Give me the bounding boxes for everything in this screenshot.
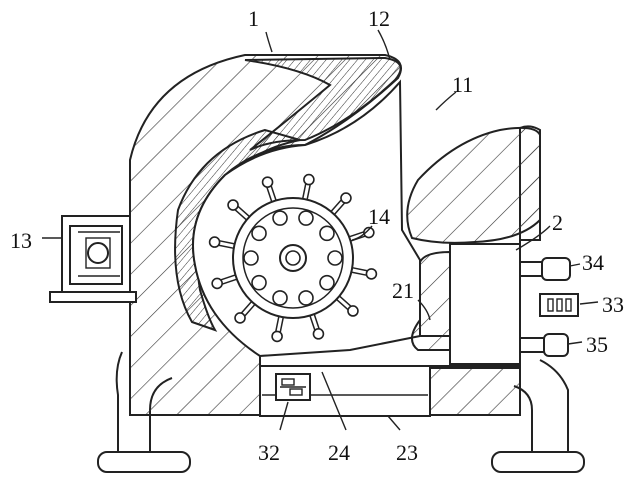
hammer-head (208, 236, 221, 248)
leader-lines (42, 29, 599, 431)
rotor-bolt (327, 250, 343, 266)
box-2 (449, 243, 521, 365)
rotor-disc-ring (242, 207, 344, 309)
right-hopper (406, 126, 541, 244)
hammer-arm-inner (329, 199, 345, 217)
component-32 (275, 373, 311, 401)
label-21: 21 (392, 278, 414, 303)
label-32: 32 (258, 440, 280, 465)
hammer-head (271, 330, 283, 343)
rotor-bolt (251, 274, 267, 291)
rotor-14 (208, 173, 378, 343)
rotor-bolt (319, 225, 335, 242)
label-2: 2 (552, 210, 563, 235)
rotor-bolt (243, 250, 259, 266)
hammer-head (261, 176, 274, 188)
label-33: 33 (602, 292, 624, 317)
label-35: 35 (586, 332, 608, 357)
hammer-arm-inner (241, 299, 257, 317)
rotor-bolt (251, 225, 267, 242)
rotor-bolt (272, 290, 288, 306)
motor-13 (49, 215, 137, 303)
baffle-21 (411, 250, 451, 351)
hammer-head (363, 226, 375, 239)
rotor-bolt (298, 290, 314, 306)
right-leg (491, 359, 585, 473)
hammer-head (340, 192, 352, 204)
indicator-33 (539, 293, 579, 317)
fitting-35 (519, 333, 569, 357)
label-11: 11 (452, 72, 473, 97)
rotor-bolt (319, 274, 335, 291)
hammer-head (211, 277, 223, 290)
label-23: 23 (396, 440, 418, 465)
label-13: 13 (10, 228, 32, 253)
label-1: 1 (248, 6, 259, 31)
rotor-bolt (298, 210, 314, 226)
hammer-head (312, 328, 325, 340)
fitting-34 (519, 257, 571, 281)
rotor-shaft (285, 250, 301, 266)
label-24: 24 (328, 440, 350, 465)
hammer-arm-inner (334, 294, 352, 310)
hammer-head (347, 305, 359, 317)
hammer-head (365, 268, 378, 280)
rotor-bolt (272, 210, 288, 226)
label-14: 14 (368, 204, 390, 229)
hammer-head (303, 173, 315, 186)
label-12: 12 (368, 6, 390, 31)
label-34: 34 (582, 250, 604, 275)
hammer-head (227, 199, 239, 211)
hammer-head (234, 312, 246, 324)
